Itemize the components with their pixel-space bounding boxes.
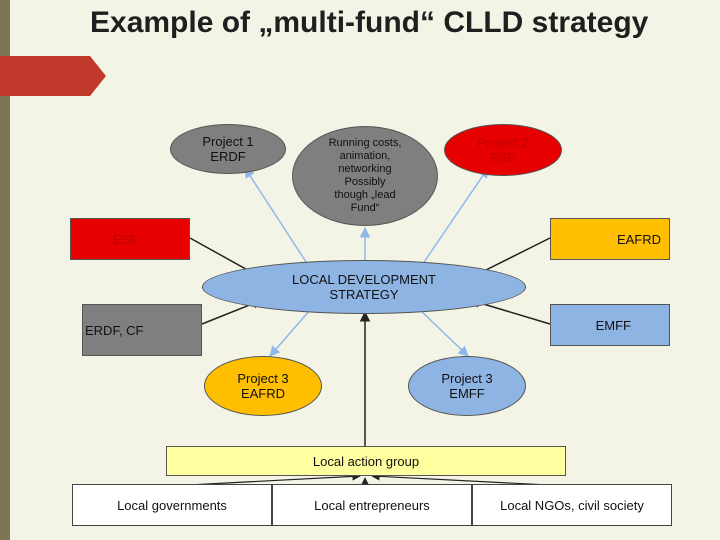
project1-erdf-node: Project 1 ERDF bbox=[170, 124, 286, 174]
decorative-left-strip bbox=[0, 0, 10, 540]
partner-label: Local NGOs, civil society bbox=[500, 497, 644, 513]
partner-local-ngos: Local NGOs, civil society bbox=[472, 484, 672, 526]
eafrd-label: EAFRD bbox=[616, 231, 661, 247]
eafrd-fund-box: EAFRD bbox=[550, 218, 670, 260]
esf-fund-box: ESF bbox=[70, 218, 190, 260]
emff-fund-box: EMFF bbox=[550, 304, 670, 346]
lag-label: Local action group bbox=[312, 453, 420, 469]
emff-label: EMFF bbox=[595, 317, 631, 333]
project3-emff-label: Project 3 EMFF bbox=[441, 371, 493, 401]
local-development-strategy-node: LOCAL DEVELOPMENT STRATEGY bbox=[202, 260, 526, 314]
lds-label: LOCAL DEVELOPMENT STRATEGY bbox=[291, 272, 436, 302]
partner-label: Local entrepreneurs bbox=[314, 497, 430, 513]
project2-esf-label: Project 2 ESF bbox=[477, 135, 529, 165]
erdf-cf-fund-box: ERDF, CF bbox=[82, 304, 202, 356]
partner-local-governments: Local governments bbox=[72, 484, 272, 526]
running-costs-label: Running costs, animation, networking Pos… bbox=[328, 137, 402, 214]
project2-esf-node: Project 2 ESF bbox=[444, 124, 562, 176]
erdf-cf-label: ERDF, CF bbox=[85, 322, 144, 338]
local-action-group-box: Local action group bbox=[166, 446, 566, 476]
page-title: Example of „multi-fund“ CLLD strategy bbox=[90, 6, 649, 39]
running-costs-node: Running costs, animation, networking Pos… bbox=[292, 126, 438, 226]
esf-label: ESF bbox=[113, 231, 139, 247]
partners-row: Local governments Local entrepreneurs Lo… bbox=[72, 484, 672, 526]
project1-erdf-label: Project 1 ERDF bbox=[202, 134, 254, 164]
decorative-red-tab bbox=[0, 56, 106, 96]
project3-emff-node: Project 3 EMFF bbox=[408, 356, 526, 416]
project3-eafrd-label: Project 3 EAFRD bbox=[237, 371, 289, 401]
project3-eafrd-node: Project 3 EAFRD bbox=[204, 356, 322, 416]
partner-label: Local governments bbox=[117, 497, 227, 513]
partner-local-entrepreneurs: Local entrepreneurs bbox=[272, 484, 472, 526]
